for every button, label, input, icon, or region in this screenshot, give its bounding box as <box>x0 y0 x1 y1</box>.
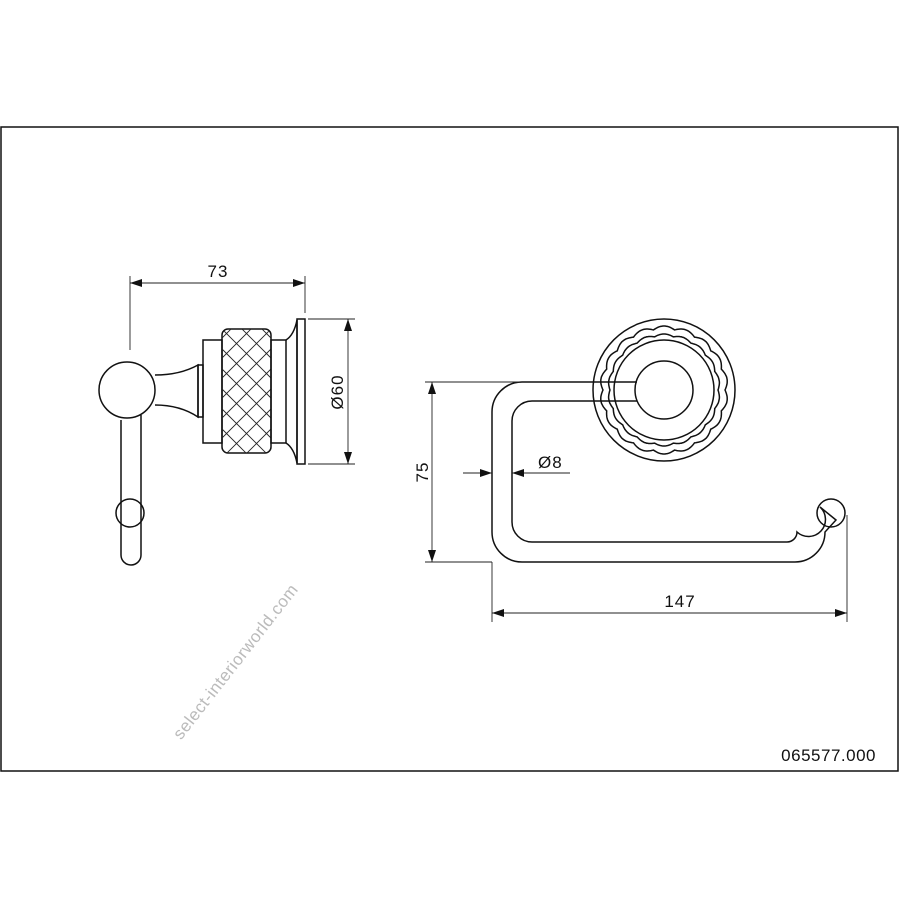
knurled-collar <box>221 328 272 454</box>
pivot-ball <box>98 361 156 419</box>
drawing-frame <box>0 126 899 772</box>
dimension-rod-diameter: Ø8 <box>463 453 570 477</box>
front-view <box>491 318 846 563</box>
width-dimension-label: 147 <box>664 592 695 611</box>
dimension-diameter-60: Ø60 <box>308 318 355 465</box>
dimension-75: 75 <box>413 381 520 563</box>
height-dimension-label: 75 <box>413 462 432 483</box>
watermark: select-interiorworld.com <box>169 580 302 743</box>
dimension-147: 147 <box>491 515 848 622</box>
depth-dimension-label: 73 <box>208 262 229 281</box>
side-view <box>98 318 306 566</box>
base-diameter-label: Ø60 <box>328 374 347 409</box>
end-knob <box>115 498 145 528</box>
wall-plate <box>296 318 306 465</box>
hook-end-knob <box>816 498 846 528</box>
dimension-73: 73 <box>129 262 306 350</box>
rod-diameter-label: Ø8 <box>538 453 563 472</box>
part-number: 065577.000 <box>781 746 876 765</box>
paper-holder-arm <box>491 381 838 563</box>
rosette <box>592 318 736 462</box>
